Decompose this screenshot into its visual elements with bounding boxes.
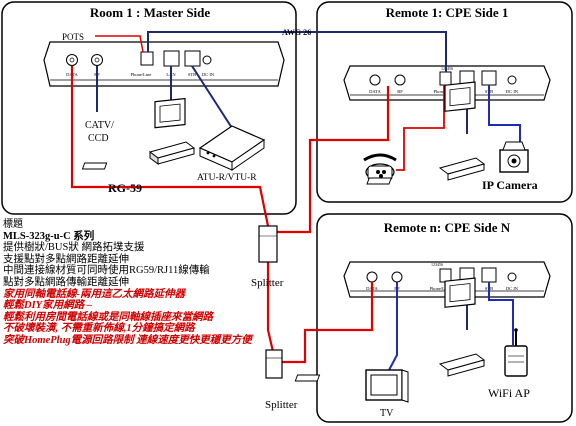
wifi-ap-label: WiFi AP: [488, 386, 530, 400]
feature-line-4: 中間連接線材質可同時使用RG59/RJ11線傳輸: [3, 265, 210, 277]
wifi-ap-icon: [504, 328, 528, 377]
id-code-label: 123456: [431, 262, 443, 267]
data-port-label: DATA: [369, 89, 381, 94]
stb-port-label: STB: [188, 72, 196, 77]
remoten-stb-cable: [488, 282, 514, 345]
atu-vtu-label: ATU-R/VTU-R: [197, 173, 257, 183]
phone-port-label: Phone/Line: [430, 286, 451, 291]
tv-icon: [365, 369, 409, 403]
splitter-2-label: Splitter: [265, 399, 298, 411]
ip-camera-label: IP Camera: [482, 178, 538, 192]
remote1-coax-cable: [277, 86, 390, 234]
description-panel: 標題 MLS-323g-u-C 系列 提供樹狀/BUS狀 網路拓墣支援 支援點對…: [3, 219, 273, 347]
dcin-port-label: DC IN: [202, 72, 215, 77]
splitter-1: [258, 225, 278, 263]
tv-label: TV: [380, 408, 394, 419]
master-device: DATA RF Phone/Line LAN STB DC IN: [43, 41, 285, 87]
rf-port-label: RF: [397, 89, 403, 94]
rg59-cable: [70, 66, 270, 227]
caption-label: 標題: [3, 219, 23, 230]
red-feature-4: 不破壞裝潢, 不需重新佈線,1分鐘搞定網路: [3, 323, 195, 335]
awg26-label: AWG 26: [282, 28, 311, 37]
remote1-stb-cable: [488, 85, 521, 152]
pots-cable: [95, 35, 144, 53]
telephone-icon: [363, 153, 397, 181]
ip-camera-icon: [499, 141, 529, 173]
remoten-device: 123456 DATA RF Phone/Line LAN STB DC IN: [343, 261, 551, 298]
room1-title: Room 1 : Master Side: [90, 5, 211, 20]
pots-label: POTS: [62, 32, 84, 42]
red-feature-3: 輕鬆利用房間電話線或是同軸線插座來當網路: [3, 311, 213, 323]
remote1-computer-icon: [366, 81, 486, 185]
feature-line-2: 提供樹狀/BUS狀 網路拓墣支援: [3, 242, 145, 254]
dcin-port-label: DC IN: [506, 286, 519, 291]
remoten-coax-cable: [282, 282, 374, 364]
remoten-rf-cable: [387, 282, 398, 373]
data-port: [66, 54, 78, 66]
stb-port: [184, 50, 201, 67]
feature-line-5: 點對多點網路傳輸距離延伸: [3, 276, 129, 288]
atu-vtu-device-icon: [198, 125, 266, 171]
splitter-1-label: Splitter: [251, 277, 284, 289]
feature-line-3: 支援點對多點網路距離延伸: [3, 253, 129, 265]
product-series-text: MLS-323g-u-C 系列: [3, 230, 95, 242]
computer-icon: [81, 97, 196, 170]
ccd-label: CCD: [88, 133, 109, 144]
catv-label: CATV/: [85, 120, 114, 131]
dc-in-port: [202, 55, 212, 65]
phone-port-label: Phone/Line: [131, 72, 152, 77]
room1-stb-cable: [191, 65, 233, 129]
red-feature-2: 輕鬆DIY家用網路 –: [3, 300, 92, 312]
lan-port: [163, 50, 180, 67]
rf-port: [91, 54, 103, 66]
remoten-title: Remote n: CPE Side N: [384, 220, 511, 235]
awg26-cable: [147, 31, 447, 72]
phone-line-port: [140, 51, 154, 66]
dcin-port-label: DC IN: [506, 89, 519, 94]
splitter-2: [265, 349, 283, 379]
red-feature-1: 家用同軸電話線-兩用這乙太網路延伸器: [3, 288, 185, 300]
splitter-link-cable: [266, 262, 276, 357]
remoten-computer-icon: [294, 277, 486, 382]
remote1-title: Remote 1: CPE Side 1: [386, 5, 509, 20]
remoten-box: [316, 213, 573, 423]
remote1-phone-cable: [396, 85, 445, 171]
rg59-label: RG-59: [108, 181, 142, 195]
red-feature-5: 突破HomePlug電源回路限制 連線速度更快更穩更方便: [3, 334, 252, 346]
